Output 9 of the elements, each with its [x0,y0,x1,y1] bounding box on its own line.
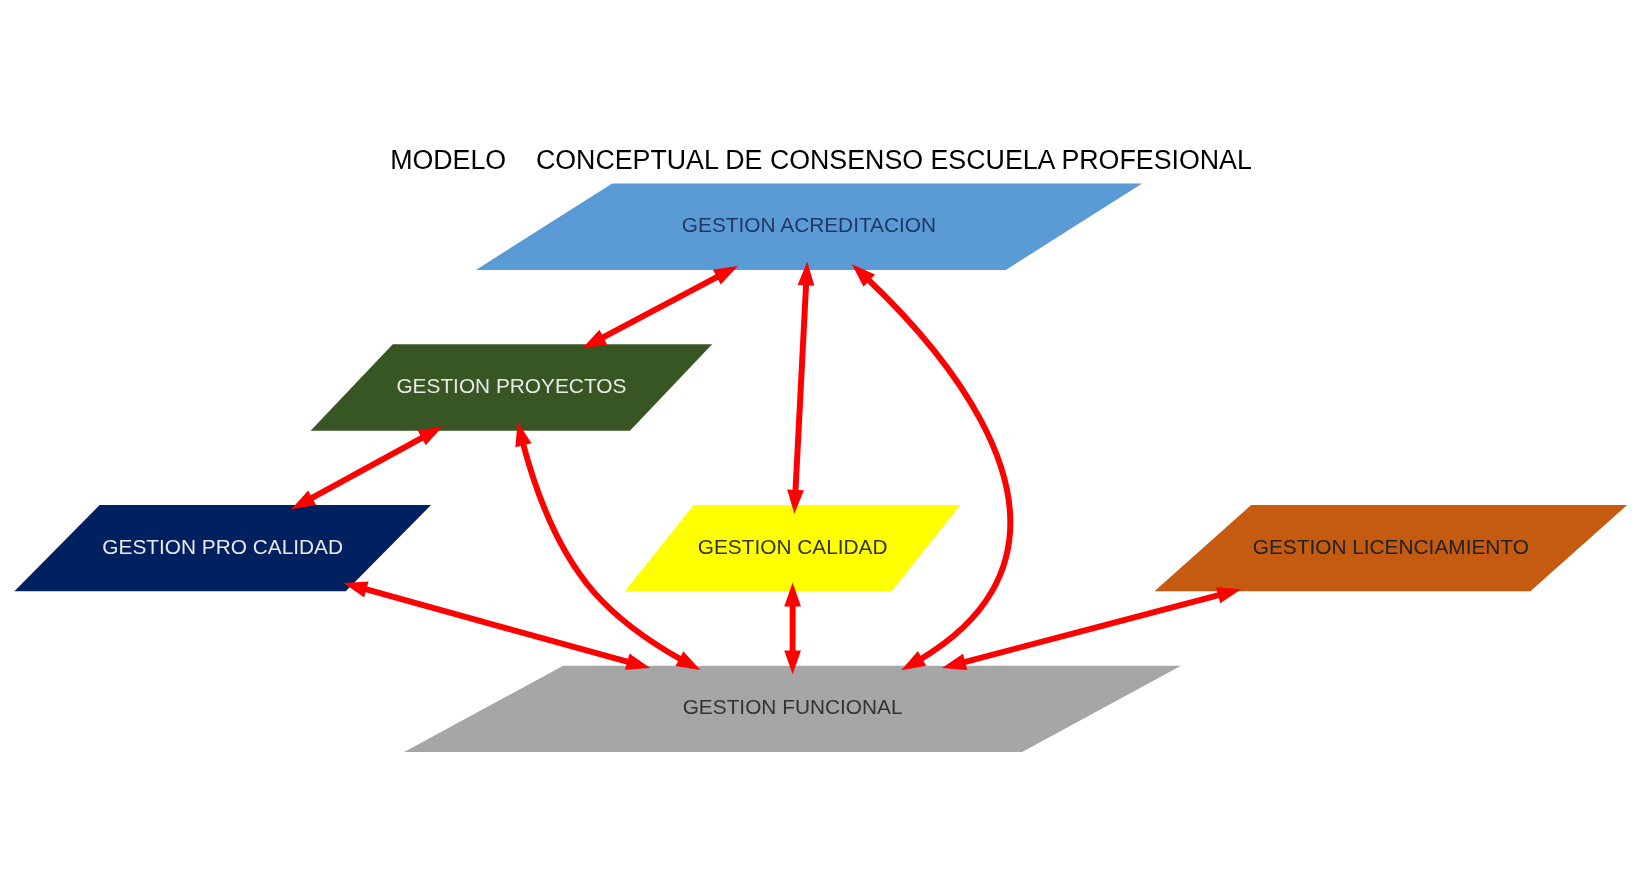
diagram-title: MODELO CONCEPTUAL DE CONSENSO ESCUELA PROFESIONAL [390,145,1252,176]
arrow [291,426,443,510]
arrow [515,422,701,671]
arrow [582,265,738,349]
arrow [851,264,1013,671]
arrow [787,261,815,514]
arrow [343,581,651,670]
arrow [784,582,801,675]
arrow [942,587,1242,670]
